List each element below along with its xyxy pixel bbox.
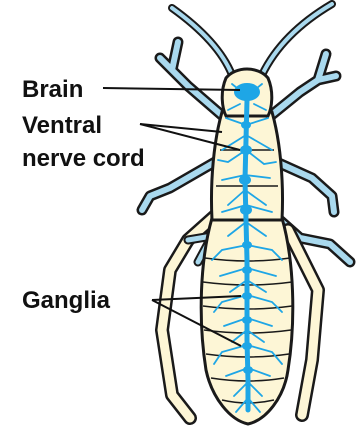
brain-leader: [103, 88, 240, 90]
antennae: [172, 4, 332, 75]
label-ventral: Ventral: [22, 112, 102, 139]
label-nerve-cord: nerve cord: [22, 145, 145, 172]
label-ganglia: Ganglia: [22, 287, 111, 314]
label-brain: Brain: [22, 76, 83, 103]
